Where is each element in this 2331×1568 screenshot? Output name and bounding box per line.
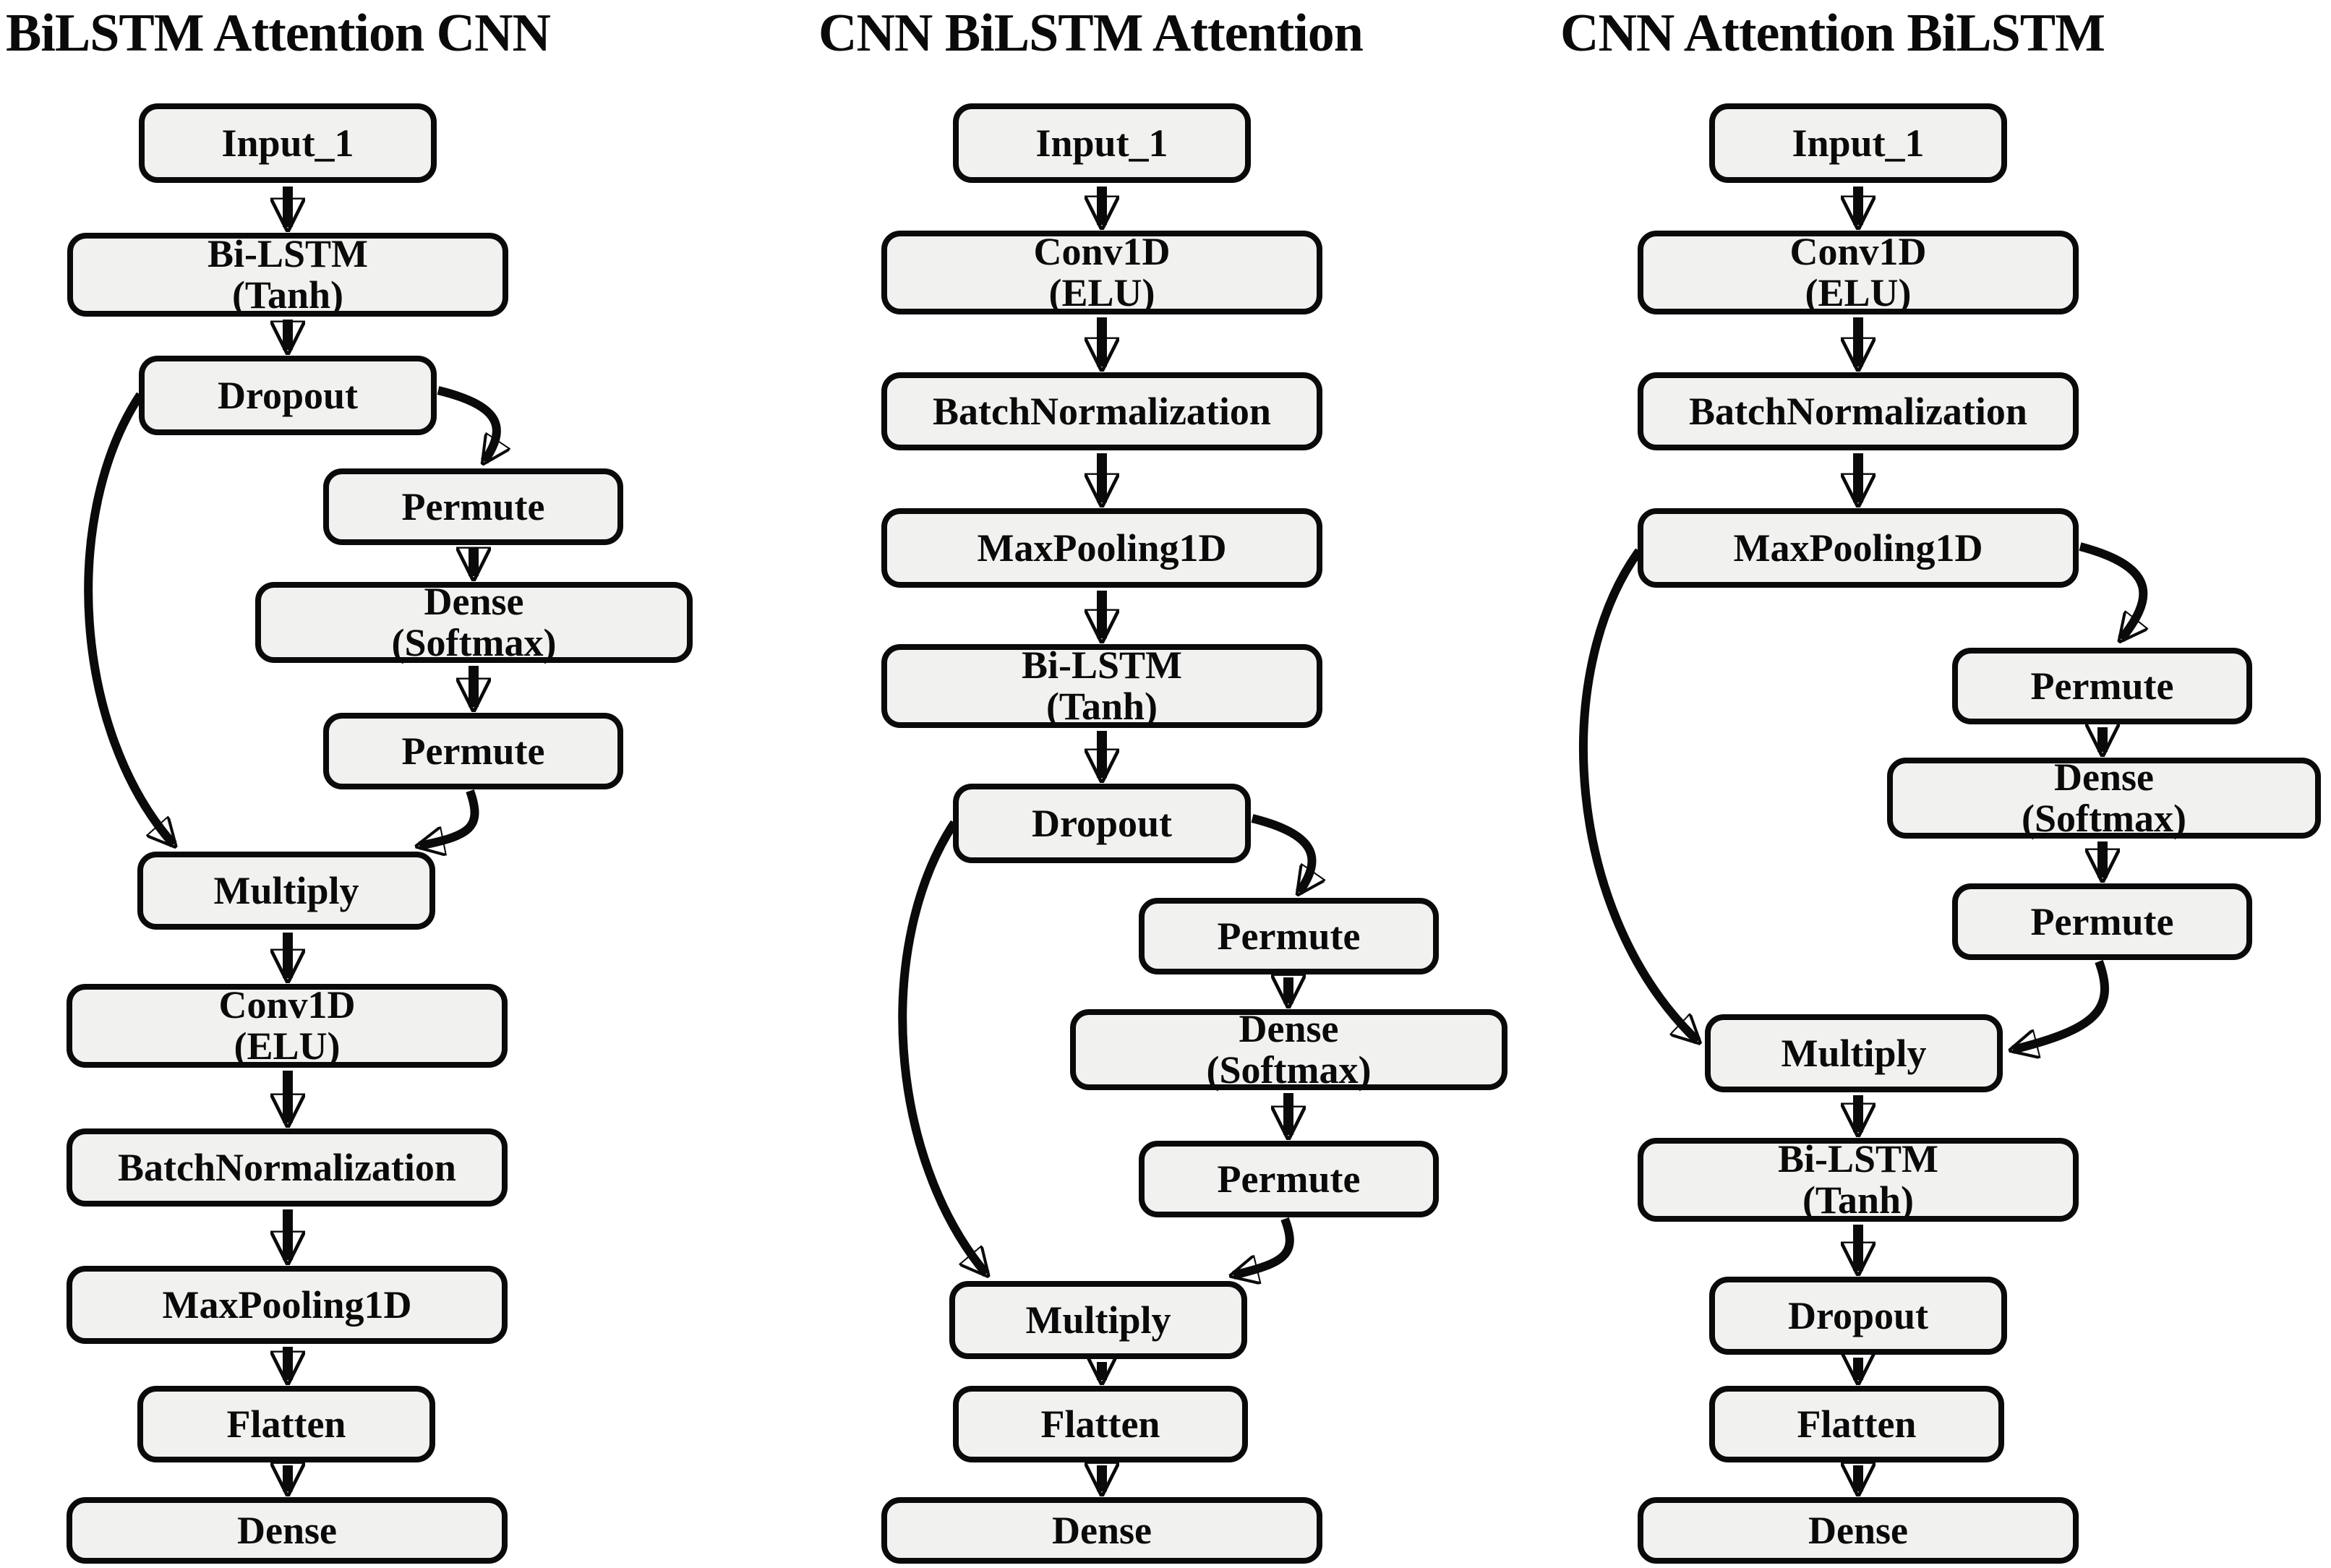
node-batch-normalization: BatchNormalization — [67, 1128, 508, 1207]
node-dense-softmax: Dense (Softmax) — [1887, 757, 2321, 839]
node-dense: Dense — [67, 1497, 508, 1564]
node-bi-lstm: Bi-LSTM (Tanh) — [67, 233, 508, 317]
arrow-c2-dropout-to-multiply — [898, 820, 986, 1274]
node-bi-lstm: Bi-LSTM (Tanh) — [881, 644, 1322, 728]
node-permute-1: Permute — [323, 468, 623, 545]
node-bi-lstm: Bi-LSTM (Tanh) — [1638, 1138, 2079, 1222]
node-permute-2: Permute — [323, 713, 623, 789]
node-flatten: Flatten — [1709, 1386, 2004, 1462]
node-multiply: Multiply — [1705, 1014, 2003, 1092]
node-flatten: Flatten — [137, 1386, 435, 1462]
node-max-pooling1d: MaxPooling1D — [881, 508, 1322, 588]
node-input-1: Input_1 — [1709, 103, 2007, 183]
arrow-c1-dropout-to-multiply — [84, 392, 174, 844]
node-conv1d: Conv1D (ELU) — [881, 231, 1322, 314]
arrow-c2-dropout-to-permute1 — [1251, 814, 1312, 892]
node-dropout: Dropout — [139, 356, 437, 435]
node-batch-normalization: BatchNormalization — [1638, 372, 2079, 450]
node-input-1: Input_1 — [953, 103, 1251, 183]
node-permute-1: Permute — [1952, 648, 2252, 724]
node-dense: Dense — [1638, 1497, 2079, 1564]
arrow-c3-permute2-to-multiply — [2013, 959, 2109, 1050]
arrow-c3-maxpool-to-permute1 — [2079, 542, 2143, 639]
node-permute-1: Permute — [1139, 898, 1439, 974]
node-flatten: Flatten — [953, 1386, 1248, 1462]
node-dropout: Dropout — [1709, 1277, 2007, 1355]
node-permute-2: Permute — [1139, 1141, 1439, 1217]
node-permute-2: Permute — [1952, 883, 2252, 960]
node-max-pooling1d: MaxPooling1D — [67, 1266, 508, 1344]
node-max-pooling1d: MaxPooling1D — [1638, 508, 2079, 588]
node-batch-normalization: BatchNormalization — [881, 372, 1322, 450]
arrow-c3-maxpool-to-multiply — [1578, 548, 1698, 1041]
arrow-c1-permute2-to-multiply — [419, 789, 479, 846]
node-input-1: Input_1 — [139, 103, 437, 183]
arrow-c2-permute2-to-multiply — [1233, 1217, 1294, 1275]
node-dropout: Dropout — [953, 784, 1251, 863]
node-multiply: Multiply — [949, 1281, 1247, 1359]
diagram-title: BiLSTM Attention CNN — [6, 4, 551, 63]
node-dense-softmax: Dense (Softmax) — [1070, 1008, 1507, 1091]
node-multiply: Multiply — [137, 852, 435, 930]
diagram-title: CNN Attention BiLSTM — [1560, 4, 2105, 63]
diagram-title: CNN BiLSTM Attention — [818, 4, 1364, 63]
node-conv1d: Conv1D (ELU) — [67, 984, 508, 1068]
node-dense: Dense — [881, 1497, 1322, 1564]
node-conv1d: Conv1D (ELU) — [1638, 231, 2079, 314]
arrow-c1-dropout-to-permute1 — [437, 386, 497, 461]
node-dense-softmax: Dense (Softmax) — [255, 581, 693, 664]
